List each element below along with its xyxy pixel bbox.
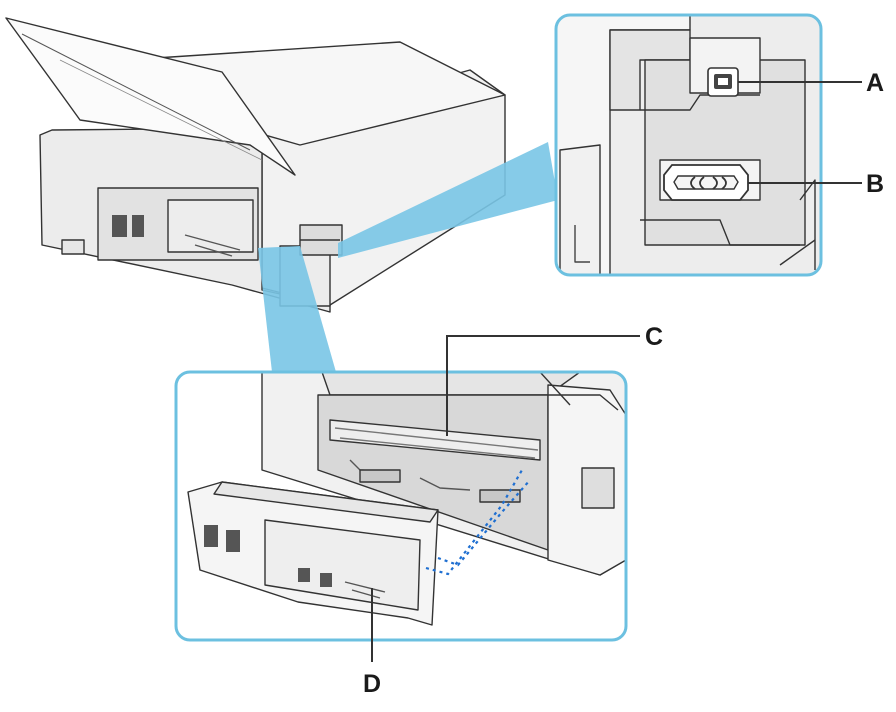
inset-rear-cover-frame [174, 370, 628, 642]
callout-label-a: A [866, 69, 884, 97]
leader-line-c [446, 335, 640, 436]
power-connector-icon [663, 164, 749, 201]
zoom-wedge-bottom [258, 246, 336, 372]
usb-port-icon [707, 67, 739, 97]
callout-label-c: C [645, 323, 663, 351]
inset-ports [554, 13, 823, 277]
printer-overview [5, 17, 506, 313]
inset-ports-frame [554, 13, 823, 277]
callout-label-d: D [363, 670, 381, 698]
zoom-wedge-top [338, 142, 558, 258]
callout-label-b: B [866, 170, 884, 198]
inset-rear-cover [174, 370, 628, 642]
